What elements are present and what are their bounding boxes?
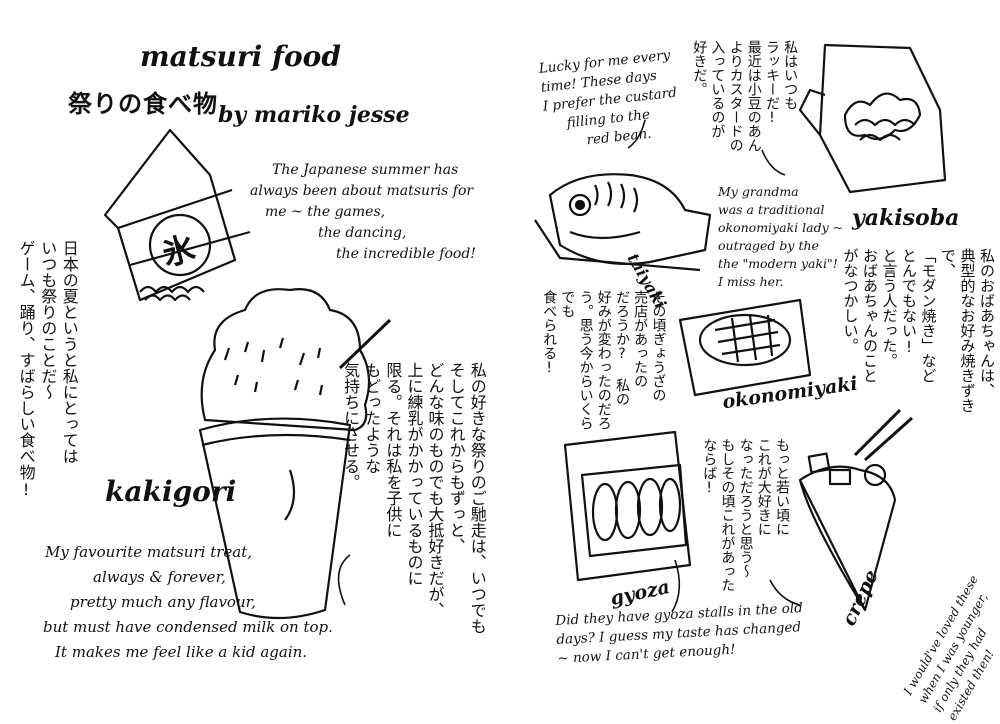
taiyaki-illustration	[534, 173, 712, 272]
intro-en-line: always been about matsuris for	[250, 183, 474, 199]
kakigori-jp-line: 上に練乳がかかっているものに	[404, 362, 424, 586]
kakigori-jp-line: 私の好きな祭りのご馳走は、いつでも	[467, 362, 487, 634]
okonomiyaki-illustration	[678, 298, 812, 397]
taiyaki-jp-line: 私はいつも	[782, 40, 799, 110]
taiyaki-text-jp: 私はいつも ラッキーだ! 最近は小豆のあん よりカスタードの 入っているのが 好…	[690, 40, 799, 180]
right-page: Lucky for me every time! These days I pr…	[500, 0, 1000, 723]
intro-jp-line: 日本の夏というと私にとっては	[59, 240, 79, 464]
okonomiyaki-en-line: okonomiyaki lady ~	[718, 220, 844, 235]
crepe-jp-line: なっただろうと思う〜	[737, 438, 754, 578]
intro-en-line: me ~ the games,	[265, 204, 386, 220]
kakigori-jp-line: 限る。それは私を子供に	[383, 362, 403, 538]
okonomiyaki-en-line: outraged by the	[718, 238, 819, 253]
right-illustrations	[534, 43, 947, 613]
taiyaki-jp-line: 最近は小豆のあん	[745, 40, 762, 152]
crepe-jp-line: もっと若い頃に	[773, 438, 790, 536]
okonomiyaki-jp-line: と言う人だった。	[880, 248, 899, 368]
intro-text-jp: 日本の夏というと私にとっては いつも祭りのことだ〜 ゲーム、踊り、すばらしい食べ…	[15, 240, 80, 505]
gyoza-jp-line: 売店があったの	[632, 290, 649, 388]
kakigori-en-line: always & forever,	[93, 568, 226, 586]
crepe-text-jp: もっと若い頃に これが大好きに なっただろうと思う〜 もしその頃これがあったなら…	[700, 438, 791, 598]
kakigori-en-line: pretty much any flavour,	[70, 593, 256, 611]
intro-en-line: The Japanese summer has	[272, 162, 459, 178]
left-page: matsuri food 祭りの食べ物 by mariko jesse The …	[0, 0, 500, 714]
crepe-illustration	[798, 408, 913, 612]
crepe-jp-line: もしその頃これがあったならば!	[701, 438, 736, 592]
okonomiyaki-jp-line: おばあちゃんのこと	[861, 248, 879, 383]
intro-jp-line: ゲーム、踊り、すばらしい食べ物!	[16, 240, 36, 499]
okonomiyaki-jp-line: 「モダン焼き」など	[919, 248, 938, 383]
byline: by mariko jesse	[218, 102, 410, 128]
kakigori-cup-illustration	[198, 288, 392, 620]
intro-en-line: the dancing,	[318, 225, 407, 241]
kakigori-flag-illustration	[103, 128, 251, 302]
intro-jp-line: いつも祭りのことだ〜	[38, 240, 58, 400]
taiyaki-jp-line: 好きだ。	[691, 40, 708, 96]
okonomiyaki-en-line: was a traditional	[718, 202, 825, 217]
okonomiyaki-en-line: My grandma	[718, 184, 799, 199]
gyoza-jp-line: その頃ぎょうざの	[650, 290, 667, 402]
kakigori-text-jp: 私の好きな祭りのご馳走は、いつでも そしてこれからもずっと、 どんな味のものでも…	[340, 362, 488, 647]
kakigori-jp-line: そしてこれからもずっと、	[446, 362, 466, 554]
kakigori-jp-line: 気持ちにさせる。	[341, 362, 361, 490]
page-title-en: matsuri food	[140, 40, 341, 73]
gyoza-jp-line: 好みが変わったのだろ	[595, 290, 612, 430]
kakigori-text-en: My favourite matsuri treat, always & for…	[35, 540, 333, 665]
okonomiyaki-jp-line: 私のおばあちゃんは、	[978, 248, 996, 398]
intro-text-en: The Japanese summer has always been abou…	[250, 160, 476, 265]
okonomiyaki-en-line: I miss her.	[718, 274, 784, 289]
taiyaki-jp-line: 入っているのが	[709, 40, 726, 138]
taiyaki-text-en: Lucky for me every time! These days I pr…	[538, 46, 682, 155]
page-title-jp: 祭りの食べ物	[68, 90, 218, 118]
okonomiyaki-jp-line: がなつかしい。	[841, 248, 860, 353]
yakisoba-illustration	[798, 43, 947, 194]
kakigori-en-line: My favourite matsuri treat,	[45, 543, 253, 561]
crepe-jp-line: これが大好きに	[755, 438, 772, 536]
gyoza-text-jp: その頃ぎょうざの 売店があったの だろうか? 私の 好みが変わったのだろ う。思…	[540, 290, 667, 430]
gyoza-jp-line: う。思う今からいくらでも	[559, 290, 594, 430]
taiyaki-jp-line: ラッキーだ!	[763, 40, 780, 126]
kakigori-en-line: It makes me feel like a kid again.	[55, 643, 308, 661]
gyoza-jp-line: だろうか? 私の	[613, 290, 630, 406]
taiyaki-jp-line: よりカスタードの	[727, 40, 744, 152]
kakigori-en-line: but must have condensed milk on top.	[43, 618, 333, 636]
intro-en-line: the incredible food!	[336, 246, 476, 262]
kakigori-label: kakigori	[105, 475, 237, 508]
kakigori-jp-line: どんな味のものでも大抵好きだが、	[425, 362, 445, 618]
yakisoba-label: yakisoba	[852, 205, 960, 231]
left-illustrations	[103, 128, 392, 620]
okonomiyaki-text-en: My grandma was a traditional okonomiyaki…	[718, 183, 843, 291]
okonomiyaki-en-line: the "modern yaki"!	[718, 256, 838, 271]
okonomiyaki-text-jp: 私のおばあちゃんは、 典型的なお好み焼きずきで、 「モダン焼き」など とんでもな…	[840, 248, 997, 423]
gyoza-jp-line: 食べられる!	[541, 290, 558, 376]
okonomiyaki-jp-line: 典型的なお好み焼きずきで、	[939, 248, 977, 413]
kakigori-jp-line: もどったような	[362, 362, 382, 474]
gyoza-illustration	[563, 430, 692, 582]
okonomiyaki-jp-line: とんでもない!	[900, 248, 918, 356]
